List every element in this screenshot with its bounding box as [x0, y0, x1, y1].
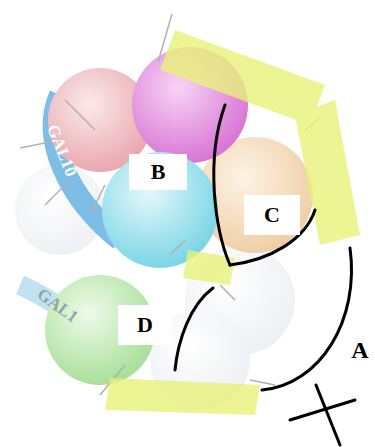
box-letter: D — [137, 314, 153, 336]
letter-box: D — [118, 305, 172, 345]
letter-box: B — [129, 154, 187, 190]
box-letter: B — [151, 161, 166, 183]
box-letter: C — [264, 204, 280, 226]
loop-label: A — [351, 338, 368, 362]
letter-box: C — [244, 195, 300, 235]
